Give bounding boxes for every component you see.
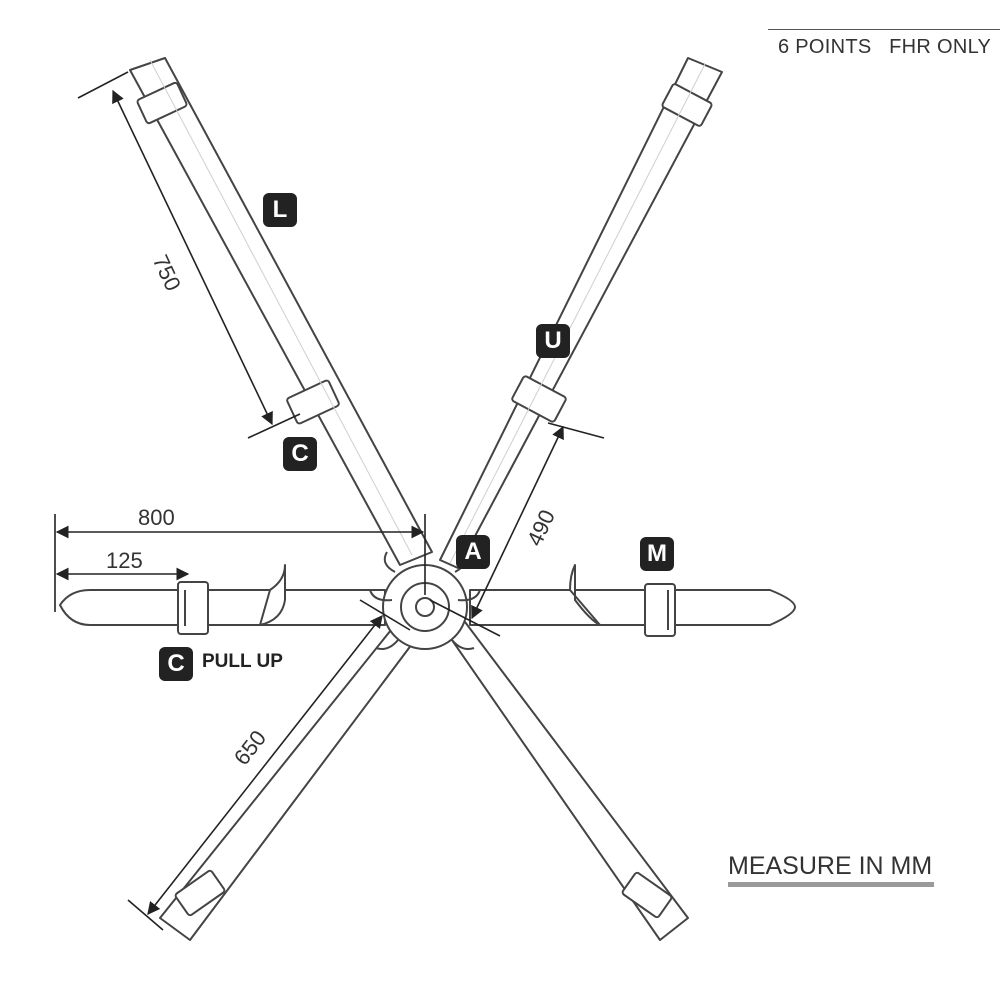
lap-belt-left (59, 564, 386, 635)
dimension-label-125: 125 (106, 548, 143, 573)
lap-belt-right (469, 564, 796, 637)
label-badge-M: M (640, 537, 674, 571)
label-badge-C-bottom: C (159, 647, 193, 681)
header-title: 6 POINTS FHR ONLY (778, 36, 992, 58)
camlock-buckle (369, 551, 481, 650)
dimension-line-800 (54, 514, 426, 612)
crotch-strap-left (159, 624, 416, 941)
label-badge-L: L (263, 193, 297, 227)
measure-underline (728, 882, 934, 887)
label-badge-A: A (456, 535, 490, 569)
label-badge-U: U (536, 324, 570, 358)
shoulder-strap-left (129, 57, 433, 566)
dimension-line-490 (429, 422, 605, 637)
dimension-line-750 (77, 71, 301, 439)
dimension-line-650 (127, 599, 411, 931)
header-rule (768, 29, 1000, 30)
label-badge-C-top: C (283, 437, 317, 471)
crotch-strap-right (444, 621, 689, 941)
measure-unit-note: MEASURE IN MM (728, 852, 933, 880)
shoulder-strap-right (439, 57, 723, 569)
dimension-label-800: 800 (138, 505, 175, 530)
pull-up-label: PULL UP (202, 651, 283, 672)
